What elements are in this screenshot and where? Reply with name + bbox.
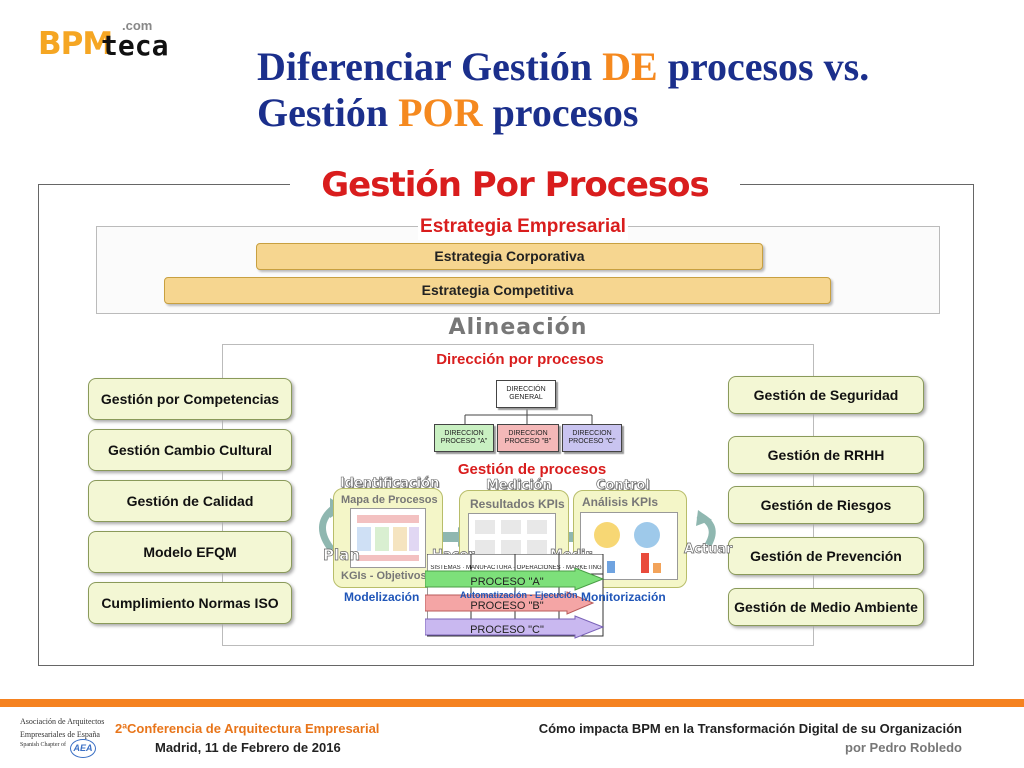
panel-resultados-label: Resultados KPIs [470, 497, 565, 511]
process-mgmt-title: Gestión de procesos [457, 461, 607, 478]
association-line-3: Spanish Chapter of [20, 742, 66, 748]
org-proceso-a: DIRECCION PROCESO "A" [434, 424, 494, 452]
label-actuar: Actuar [684, 542, 733, 558]
org-proceso-c: DIRECCION PROCESO "C" [562, 424, 622, 452]
footer-conference: 2ªConferencia de Arquitectura Empresaria… [115, 721, 380, 736]
corporate-strategy: Estrategia Corporativa [256, 243, 763, 270]
label-modelizacion: Modelización [344, 590, 420, 604]
right-item-medio-ambiente: Gestión de Medio Ambiente [728, 588, 924, 626]
logo-tld: .com [122, 18, 153, 33]
panel-analisis-label: Análisis KPIs [582, 495, 659, 509]
slide-title: Diferenciar Gestión DE procesos vs. Gest… [257, 44, 870, 135]
association-line-1: Asociación de Arquitectos [20, 717, 105, 726]
alignment-title: Alineación [398, 314, 638, 342]
process-map-graphic [357, 515, 419, 561]
aea-mark: AEA [70, 739, 96, 758]
proceso-a-arrow-label: PROCESO "A" [470, 576, 544, 588]
org-chart-connectors [464, 407, 593, 424]
strategy-title: Estrategia Empresarial [418, 214, 628, 240]
panel-kgis-label: KGIs - Objetivos [341, 570, 427, 582]
panel-mapa-label: Mapa de Procesos [341, 494, 438, 506]
label-monitorizacion: Monitorización [581, 590, 666, 604]
logo-brand: BPM [38, 26, 113, 62]
logo-suffix: teca [101, 29, 169, 62]
process-map-thumbnail [350, 508, 426, 568]
right-item-riesgos: Gestión de Riesgos [728, 486, 924, 524]
dept-headers: SISTEMAS · MANUFACTURA · OPERACIONES · M… [430, 565, 602, 571]
label-automatizacion: Automatización - Ejecución [460, 590, 578, 600]
kpi-results-thumbnail [468, 513, 556, 561]
panel-identificacion-title: Identificación [340, 476, 440, 492]
left-item-iso: Cumplimiento Normas ISO [88, 582, 292, 624]
left-item-efqm: Modelo EFQM [88, 531, 292, 573]
footer-date: Madrid, 11 de Febrero de 2016 [155, 740, 341, 755]
right-item-prevencion: Gestión de Prevención [728, 537, 924, 575]
direction-title: Dirección por procesos [436, 351, 604, 368]
diagram-title: Gestión Por Procesos [290, 160, 740, 210]
left-item-competencias: Gestión por Competencias [88, 378, 292, 420]
org-general: DIRECCIÓN GENERAL [496, 380, 556, 408]
process-arrows [425, 568, 605, 639]
footer-author: por Pedro Robledo [845, 740, 962, 755]
footer-talk-title: Cómo impacta BPM en la Transformación Di… [538, 721, 962, 736]
kpi-results-graphic [475, 520, 547, 554]
competitive-strategy: Estrategia Competitiva [164, 277, 831, 304]
right-item-seguridad: Gestión de Seguridad [728, 376, 924, 414]
proceso-b-arrow-label: PROCESO "B" [470, 600, 544, 612]
right-item-rrhh: Gestión de RRHH [728, 436, 924, 474]
org-proceso-b: DIRECCION PROCESO "B" [497, 424, 559, 452]
left-item-cambio-cultural: Gestión Cambio Cultural [88, 429, 292, 471]
label-plan: Plan [323, 546, 361, 565]
association-line-2: Empresariales de España [20, 730, 100, 739]
footer-bar [0, 699, 1024, 707]
association-logo: Asociación de Arquitectos Empresariales … [20, 715, 104, 750]
panel-control-title: Control [596, 478, 650, 494]
panel-medicion-title: Medición [486, 478, 552, 494]
left-item-calidad: Gestión de Calidad [88, 480, 292, 522]
proceso-c-arrow-label: PROCESO "C" [470, 624, 544, 636]
